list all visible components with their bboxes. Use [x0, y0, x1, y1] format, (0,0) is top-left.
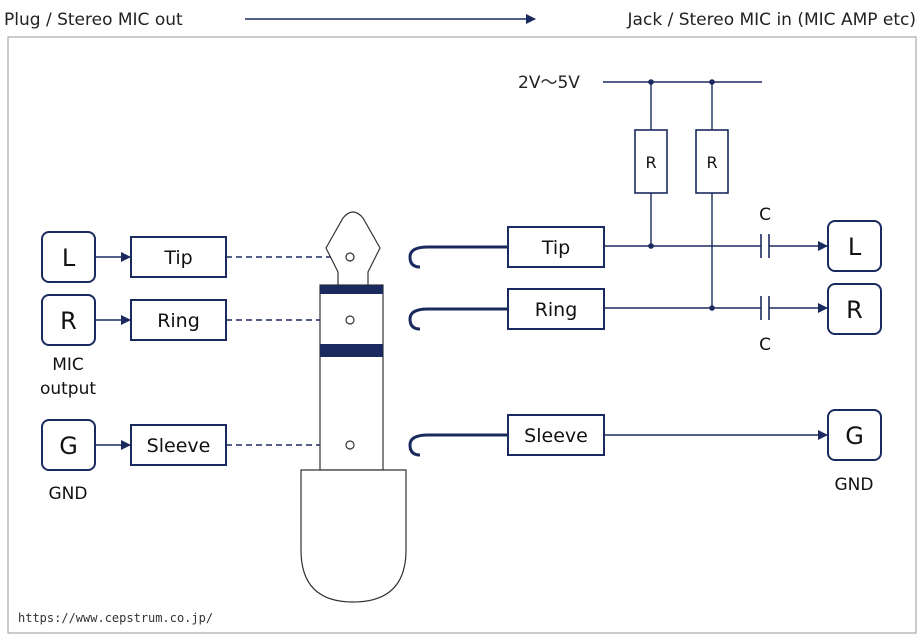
plug-terminal-g: G — [59, 432, 78, 460]
plug-sleeve-box — [130, 424, 227, 466]
plug-sleeve-label: Sleeve — [147, 435, 211, 457]
plug-gnd-label: GND — [49, 484, 88, 504]
header-right-title: Jack / Stereo MIC in (MIC AMP etc) — [627, 10, 916, 30]
header-left-title: Plug / Stereo MIC out — [4, 10, 183, 30]
plug-tip-shape — [325, 211, 381, 285]
plug-tip-label: Tip — [163, 247, 192, 269]
stereo-plug-illustration — [300, 211, 407, 603]
jack-sleeve-label: Sleeve — [524, 425, 588, 447]
jack-side: Tip Ring Sleeve 2V～5V R R C C — [408, 73, 882, 495]
plug-band-lower — [320, 344, 383, 357]
tip-junction-node — [648, 243, 654, 249]
supply-voltage-label: 2V～5V — [518, 73, 580, 93]
ring-junction-node — [709, 305, 715, 311]
jack-terminal-l-box — [827, 220, 882, 272]
jack-gnd-label: GND — [835, 475, 874, 495]
cap-tip-label: C — [759, 205, 771, 225]
plug-band-upper — [320, 285, 383, 294]
jack-terminal-r-box — [827, 283, 882, 335]
plug-terminal-l: L — [62, 244, 76, 272]
plug-terminal-r: R — [60, 307, 77, 335]
mic-output-label-line1: MIC — [52, 355, 84, 375]
jack-ring-hook — [408, 307, 508, 331]
resistor-right-label: R — [706, 153, 717, 172]
jack-tip-label: Tip — [541, 237, 570, 259]
footer-url: https://www.cepstrum.co.jp/ — [18, 611, 213, 625]
plug-side: L R G MIC output GND Tip Ring Sleeve — [40, 231, 346, 504]
jack-ring-label: Ring — [535, 299, 578, 321]
plug-ring-box — [130, 299, 227, 341]
plug-tip-contact-dot — [345, 252, 355, 262]
jack-terminal-r: R — [846, 296, 863, 324]
mic-output-label-line2: output — [40, 379, 96, 399]
resistor-left — [634, 129, 668, 194]
jack-terminal-l: L — [848, 233, 862, 261]
jack-terminal-g: G — [845, 422, 864, 450]
plug-sleeve-contact-dot — [345, 440, 355, 450]
jack-terminal-g-box — [827, 409, 882, 461]
resistor-right — [695, 129, 729, 194]
plug-handle — [300, 469, 407, 603]
plug-tip-box — [130, 236, 227, 278]
jack-sleeve-hook — [408, 433, 508, 457]
diagram-frame — [7, 36, 917, 634]
plug-ring-label: Ring — [157, 310, 200, 332]
jack-tip-box — [507, 226, 605, 268]
plug-ring-contact-dot — [345, 315, 355, 325]
jack-ring-box — [507, 288, 605, 330]
resistor-left-label: R — [645, 153, 656, 172]
jack-tip-hook — [408, 245, 508, 269]
cap-ring-label: C — [759, 335, 771, 355]
